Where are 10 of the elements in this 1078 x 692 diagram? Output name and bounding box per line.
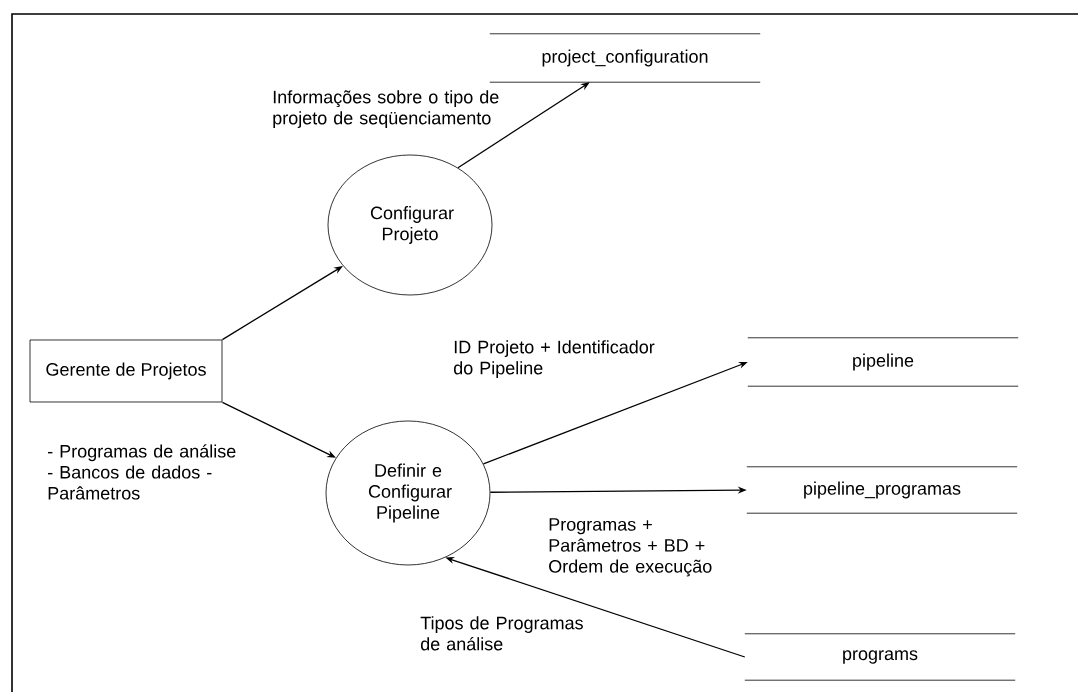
edge-label: ID Projeto + Identificador do Pipeline xyxy=(453,340,655,378)
edge-label: Programas + Parâmetros + BD + Ordem de execução xyxy=(549,518,712,577)
edge-label: Tipos de Programas de análise xyxy=(420,616,583,651)
edge-label: Informações sobre o tipo de projeto de seqüenciamento xyxy=(273,90,499,128)
data-store: pipeline xyxy=(747,337,1019,387)
entity-box: Gerente de Projetos xyxy=(29,339,223,403)
edge-label: - Programas de análise - Bancos de dados - Parâmetros xyxy=(48,444,236,500)
data-store: project_configuration xyxy=(489,33,761,83)
data-store: programs xyxy=(744,633,1016,681)
data-store: pipeline_programas xyxy=(746,466,1018,514)
